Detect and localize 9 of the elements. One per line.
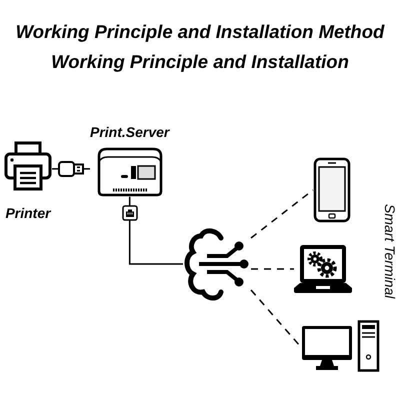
- subtitle: Working Principle and Installation: [51, 51, 349, 72]
- connector-line: [128, 196, 183, 265]
- device-label: Print.Server: [90, 124, 170, 141]
- dashed-connector-line: [250, 290, 301, 346]
- device-label: Printer: [4, 205, 52, 222]
- title: Working Principle and Installation Method: [16, 21, 384, 42]
- group-label: Smart Terminal: [382, 204, 398, 298]
- dashed-connector-line: [250, 189, 314, 239]
- dashed-connector-line: [251, 268, 294, 270]
